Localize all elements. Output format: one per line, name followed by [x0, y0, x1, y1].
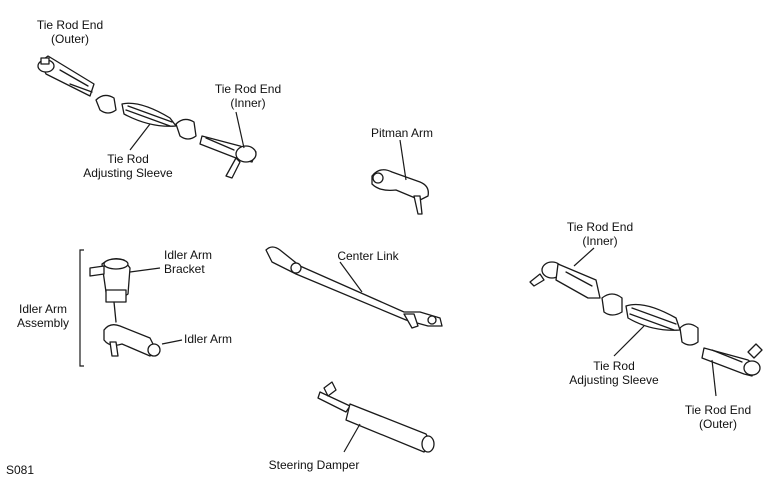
label-tie-rod-adjusting-sleeve-top: Tie Rod Adjusting Sleeve	[83, 152, 173, 180]
center-link	[265, 246, 443, 329]
label-tie-rod-end-outer-right: Tie Rod End (Outer)	[684, 403, 752, 431]
tie-rod-end-outer-top	[37, 55, 95, 97]
label-pitman-arm: Pitman Arm	[370, 126, 433, 140]
tie-rod-end-outer-right	[701, 343, 763, 377]
label-tie-rod-end-inner-right: Tie Rod End (Inner)	[566, 220, 634, 248]
idler-arm	[103, 324, 161, 357]
clamp-top-1	[95, 94, 117, 114]
tie-rod-end-inner-top	[199, 135, 257, 179]
tie-rod-adjusting-sleeve-right	[625, 303, 681, 331]
label-tie-rod-end-outer-top: Tie Rod End (Outer)	[36, 18, 104, 46]
tie-rod-adjusting-sleeve-top	[121, 102, 177, 127]
idler-arm-bracket	[89, 258, 131, 323]
label-center-link: Center Link	[337, 249, 399, 263]
label-idler-arm: Idler Arm	[184, 332, 233, 346]
label-tie-rod-end-inner-top: Tie Rod End (Inner)	[214, 82, 282, 110]
clamp-right-1	[601, 293, 623, 316]
label-tie-rod-adjusting-sleeve-right: Tie Rod Adjusting Sleeve	[569, 359, 659, 387]
tie-rod-end-inner-right	[529, 261, 601, 299]
clamp-top-2	[175, 118, 197, 140]
label-idler-arm-bracket: Idler Arm Bracket	[164, 248, 213, 276]
figure-code: S081	[6, 463, 35, 477]
label-idler-arm-assembly: Idler Arm Assembly	[16, 302, 69, 330]
label-steering-damper: Steering Damper	[268, 458, 360, 472]
steering-damper	[317, 381, 435, 453]
clamp-right-2	[679, 323, 699, 346]
pitman-arm	[371, 169, 429, 215]
